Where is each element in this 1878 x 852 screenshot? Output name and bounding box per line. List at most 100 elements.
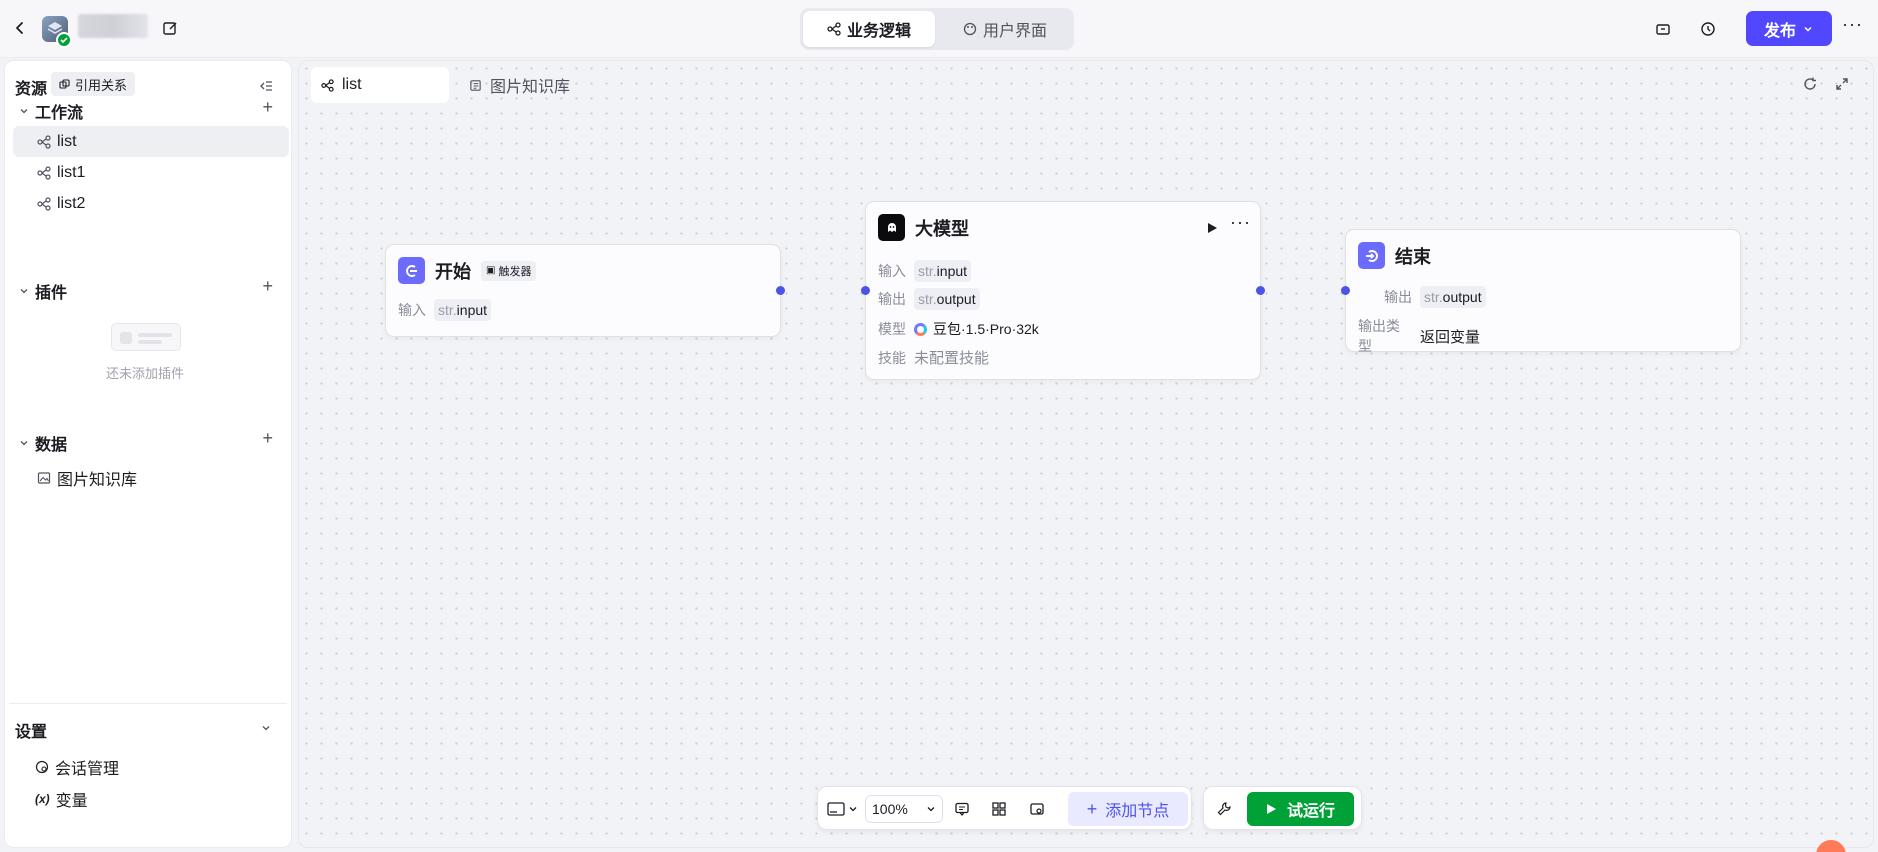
mode-switch: 业务逻辑 用户界面 — [800, 8, 1074, 50]
chevron-down-icon — [19, 106, 29, 116]
plugins-title: 插件 — [35, 285, 68, 302]
publish-label: 发布 — [1763, 22, 1796, 40]
edit-icon[interactable] — [160, 18, 180, 38]
tab-user-interface[interactable]: 用户界面 — [939, 11, 1071, 47]
start-output-port[interactable] — [776, 286, 785, 295]
workflow-icon — [37, 165, 51, 180]
back-icon[interactable] — [10, 18, 30, 38]
output-var: output — [1442, 289, 1482, 305]
plus-icon: + — [1086, 798, 1098, 819]
chevron-down-icon[interactable] — [258, 720, 274, 736]
llm-input-port[interactable] — [861, 286, 870, 295]
comment-icon[interactable] — [952, 799, 972, 819]
plugins-empty-text: 还未添加插件 — [106, 366, 185, 381]
archive-icon[interactable] — [1652, 18, 1674, 40]
zoom-select[interactable]: 100% — [865, 795, 943, 823]
trigger-badge: ▣ 触发器 — [481, 260, 537, 281]
start-node-title: 开始 — [435, 261, 471, 282]
output-tag: str.output — [914, 288, 980, 310]
model-logo-icon — [914, 322, 927, 336]
settings-title: 设置 — [15, 724, 48, 741]
variable-icon: (x) — [35, 791, 50, 806]
settings-item-conversation[interactable]: 会话管理 — [13, 751, 289, 782]
input-tag: str.input — [434, 299, 492, 321]
canvas-tab-list[interactable]: list — [311, 67, 449, 103]
add-data-icon[interactable]: + — [262, 428, 273, 448]
canvas-tab-label: list — [342, 76, 362, 93]
output-label: 输出 — [1384, 289, 1412, 305]
assistant-avatar[interactable] — [1816, 840, 1846, 852]
sidebar-item-label: 图片知识库 — [57, 471, 138, 489]
canvas-tab-image-kb[interactable]: 图片知识库 — [459, 67, 580, 103]
fullscreen-icon[interactable] — [1831, 73, 1853, 95]
llm-node[interactable]: 大模型 ··· 输入 str.input 输出 str.output 模型 豆包… — [861, 201, 1265, 380]
zoom-value: 100% — [872, 801, 908, 817]
sidebar-item-list2[interactable]: list2 — [13, 188, 289, 219]
llm-output-port[interactable] — [1256, 286, 1265, 295]
output-kind-value: 返回变量 — [1420, 328, 1481, 346]
end-output-row: 输出 str.output — [1358, 286, 1486, 308]
history-icon[interactable] — [1697, 18, 1719, 40]
start-input-row: 输入 str.input — [398, 299, 492, 321]
input-label: 输入 — [398, 302, 426, 318]
workflow-title: 工作流 — [35, 105, 84, 122]
collapse-sidebar-icon[interactable] — [257, 77, 275, 95]
image-preview-icon[interactable] — [1027, 799, 1047, 819]
workflow-icon — [321, 78, 334, 92]
end-node-title: 结束 — [1395, 246, 1431, 267]
add-plugin-icon[interactable]: + — [262, 276, 273, 296]
publish-button[interactable]: 发布 — [1746, 11, 1832, 46]
sidebar-item-list[interactable]: list — [13, 126, 289, 157]
test-run-button[interactable]: 试运行 — [1247, 792, 1354, 826]
node-more-icon[interactable]: ··· — [1230, 212, 1251, 232]
model-value: 豆包·1.5·Pro·32k — [933, 321, 1039, 337]
workflow-icon — [37, 134, 51, 149]
tab-business-logic[interactable]: 业务逻辑 — [803, 11, 935, 47]
chevron-down-icon — [19, 286, 29, 296]
llm-model-row: 模型 豆包·1.5·Pro·32k — [878, 319, 1039, 339]
run-node-icon[interactable] — [1202, 218, 1222, 238]
layout-icon[interactable] — [989, 799, 1009, 819]
chevron-down-icon — [926, 804, 936, 814]
end-icon — [1358, 242, 1385, 269]
llm-node-header: 大模型 — [878, 214, 969, 241]
settings-item-variables[interactable]: (x) 变量 — [13, 783, 289, 814]
skill-value: 未配置技能 — [914, 350, 990, 367]
tab-label: 用户界面 — [982, 23, 1047, 40]
chat-settings-icon — [35, 760, 49, 774]
more-icon[interactable]: ··· — [1842, 14, 1863, 34]
start-node[interactable]: 开始 ▣ 触发器 输入 str.input — [385, 244, 785, 337]
output-kind-label: 输出类型 — [1358, 318, 1400, 354]
image-icon — [37, 471, 51, 485]
workflow-section-header[interactable]: 工作流 — [19, 99, 83, 123]
end-input-port[interactable] — [1341, 286, 1350, 295]
project-avatar — [42, 16, 68, 42]
llm-node-title: 大模型 — [915, 218, 969, 239]
wrench-icon[interactable] — [1214, 799, 1234, 819]
output-label: 输出 — [878, 291, 906, 307]
add-node-button[interactable]: + 添加节点 — [1068, 792, 1188, 826]
sidebar-item-label: list2 — [57, 194, 86, 212]
end-node[interactable]: 结束 输出 str.output 输出类型 返回变量 — [1341, 229, 1741, 354]
refresh-icon[interactable] — [1799, 73, 1821, 95]
workflow-icon — [37, 196, 51, 211]
trigger-icon: ▣ — [486, 265, 496, 276]
add-node-label: 添加节点 — [1105, 803, 1170, 820]
add-workflow-icon[interactable]: + — [262, 97, 273, 117]
workflow-canvas[interactable]: list 图片知识库 开始 ▣ 触发器 输入 str.input 大模 — [298, 60, 1874, 848]
sidebar-item-list1[interactable]: list1 — [13, 157, 289, 188]
llm-skill-row: 技能 未配置技能 — [878, 347, 989, 368]
references-button[interactable]: 引用关系 — [51, 72, 136, 96]
plugins-section-header[interactable]: 插件 — [19, 279, 67, 303]
status-check-icon — [56, 32, 72, 48]
sidebar-item-image-kb[interactable]: 图片知识库 — [13, 462, 289, 493]
sidebar-title: 资源 — [15, 81, 48, 98]
empty-plugin-illustration — [111, 323, 181, 351]
start-icon — [398, 257, 425, 284]
input-label: 输入 — [878, 263, 906, 279]
data-section-header[interactable]: 数据 — [19, 431, 67, 455]
input-var: input — [456, 302, 488, 318]
type-prefix: str. — [438, 302, 457, 318]
minimap-icon[interactable] — [825, 798, 859, 820]
type-prefix: str. — [1424, 289, 1443, 305]
